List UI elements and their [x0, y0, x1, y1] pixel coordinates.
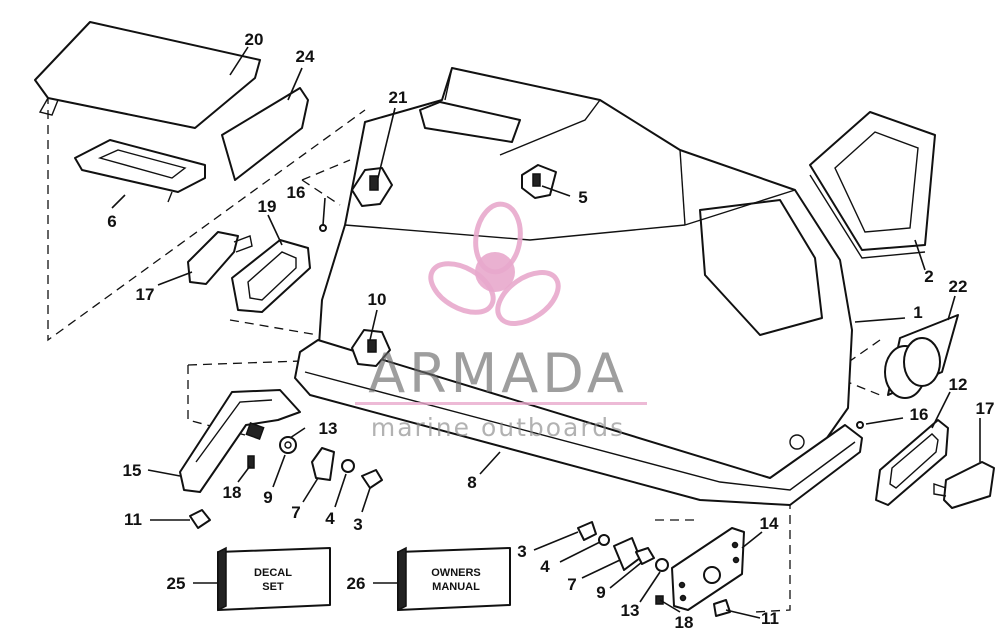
- callout-17-right: 17: [976, 399, 995, 418]
- callout-7-right: 7: [567, 575, 576, 594]
- part-left-bezel: [231, 239, 311, 313]
- callout-1: 1: [913, 303, 922, 322]
- callout-9-right: 9: [596, 583, 605, 602]
- decal-line2: SET: [262, 581, 284, 593]
- callout-4-left: 4: [325, 509, 335, 528]
- callout-18-left: 18: [223, 483, 242, 502]
- callout-3-left: 3: [353, 515, 362, 534]
- callout-15: 15: [123, 461, 142, 480]
- callout-5: 5: [578, 188, 587, 207]
- callout-26: 26: [347, 574, 366, 593]
- callout-21: 21: [389, 88, 408, 107]
- decal-set-box: DECAL SET: [217, 546, 331, 612]
- callout-25: 25: [167, 574, 186, 593]
- callout-12: 12: [949, 375, 968, 394]
- callout-9-left: 9: [263, 488, 272, 507]
- part-right-bezel: [875, 419, 949, 506]
- part-right-handle: [933, 461, 995, 509]
- hardware-left: [189, 436, 383, 529]
- callout-19: 19: [258, 197, 277, 216]
- callout-8: 8: [467, 473, 476, 492]
- propeller-logo-icon: [428, 201, 561, 326]
- callout-10: 10: [368, 290, 387, 309]
- part-top-cover: [34, 21, 261, 129]
- callout-16-right: 16: [910, 405, 929, 424]
- manual-line1: OWNERS: [431, 567, 481, 579]
- callout-17-left: 17: [136, 285, 155, 304]
- callout-24: 24: [296, 47, 315, 66]
- part-cover-frame: [74, 139, 206, 203]
- callout-22: 22: [949, 277, 968, 296]
- part-lens: [884, 314, 959, 399]
- callout-18-right: 18: [675, 613, 694, 632]
- armada-watermark: ARMADA marine outboards: [355, 201, 647, 442]
- part-window: [809, 111, 936, 259]
- watermark-title: ARMADA: [368, 342, 628, 405]
- part-main-cowl: [317, 67, 853, 479]
- callout-13-right: 13: [621, 601, 640, 620]
- callout-11-left: 11: [124, 510, 142, 529]
- callout-7-left: 7: [291, 503, 300, 522]
- callout-numbers: 20 24 21 16 19 6 17 10 5 1 2 22 12 17 16…: [107, 30, 994, 632]
- part-right-bracket: [671, 527, 745, 611]
- manual-line2: MANUAL: [432, 581, 480, 593]
- callout-20: 20: [245, 30, 264, 49]
- hardware-right: [319, 224, 864, 617]
- part-gasket-sheet: [221, 87, 309, 181]
- part-fastener: [521, 164, 557, 199]
- callout-3-right: 3: [517, 542, 526, 561]
- callout-14: 14: [760, 514, 779, 533]
- callout-6: 6: [107, 212, 116, 231]
- leader-lines: [111, 46, 981, 619]
- part-star-knob: [351, 167, 393, 207]
- callout-11-right: 11: [761, 609, 779, 628]
- callout-4-right: 4: [540, 557, 550, 576]
- callout-13-left: 13: [319, 419, 338, 438]
- owners-manual-box: OWNERS MANUAL: [397, 546, 511, 612]
- callout-2: 2: [924, 267, 933, 286]
- watermark-subtitle: marine outboards: [371, 413, 625, 442]
- part-bottom-seal: [294, 339, 863, 506]
- part-left-handle: [187, 231, 253, 285]
- part-lower-knob: [351, 329, 391, 367]
- decal-line1: DECAL: [254, 567, 292, 579]
- callout-16-left: 16: [287, 183, 306, 202]
- part-left-bracket: [179, 389, 301, 493]
